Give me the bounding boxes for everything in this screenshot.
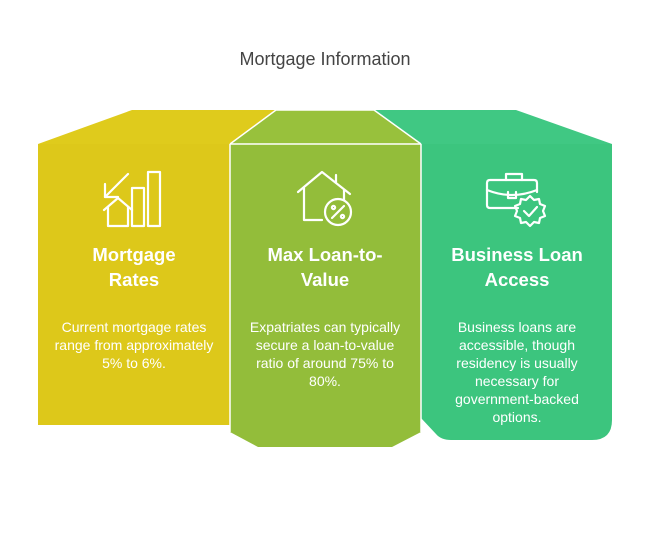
card-3-top-cap <box>374 110 612 144</box>
card-max-loan-to-value: Max Loan-to-Value Expatriates can typica… <box>244 242 406 390</box>
house-percent-icon <box>296 170 353 227</box>
card-1-body <box>38 144 230 425</box>
card-mortgage-rates: Mortgage Rates Current mortgage rates ra… <box>50 242 218 372</box>
card-title: Mortgage Rates <box>92 244 176 290</box>
card-3-body <box>421 144 612 440</box>
card-description: Business loans are accessible, though re… <box>455 319 579 425</box>
card-2-top-cap <box>230 110 421 144</box>
card-1-top-cap <box>38 110 276 144</box>
card-title: Max Loan-to-Value <box>267 244 383 290</box>
page-title: Mortgage Information <box>239 49 411 69</box>
card-max-ltv-shape <box>229 109 422 447</box>
chart-down-house-icon <box>102 170 162 228</box>
briefcase-check-icon <box>485 172 547 228</box>
card-description: Current mortgage rates range from approx… <box>54 319 214 371</box>
card-2-body <box>230 144 421 447</box>
card-title: Business Loan Access <box>451 244 583 290</box>
card-business-loan-shape <box>374 110 612 440</box>
card-mortgage-rates-shape <box>38 110 276 425</box>
card-business-loan-access: Business Loan Access Business loans are … <box>436 242 598 426</box>
card-description: Expatriates can typically secure a loan-… <box>249 319 401 389</box>
